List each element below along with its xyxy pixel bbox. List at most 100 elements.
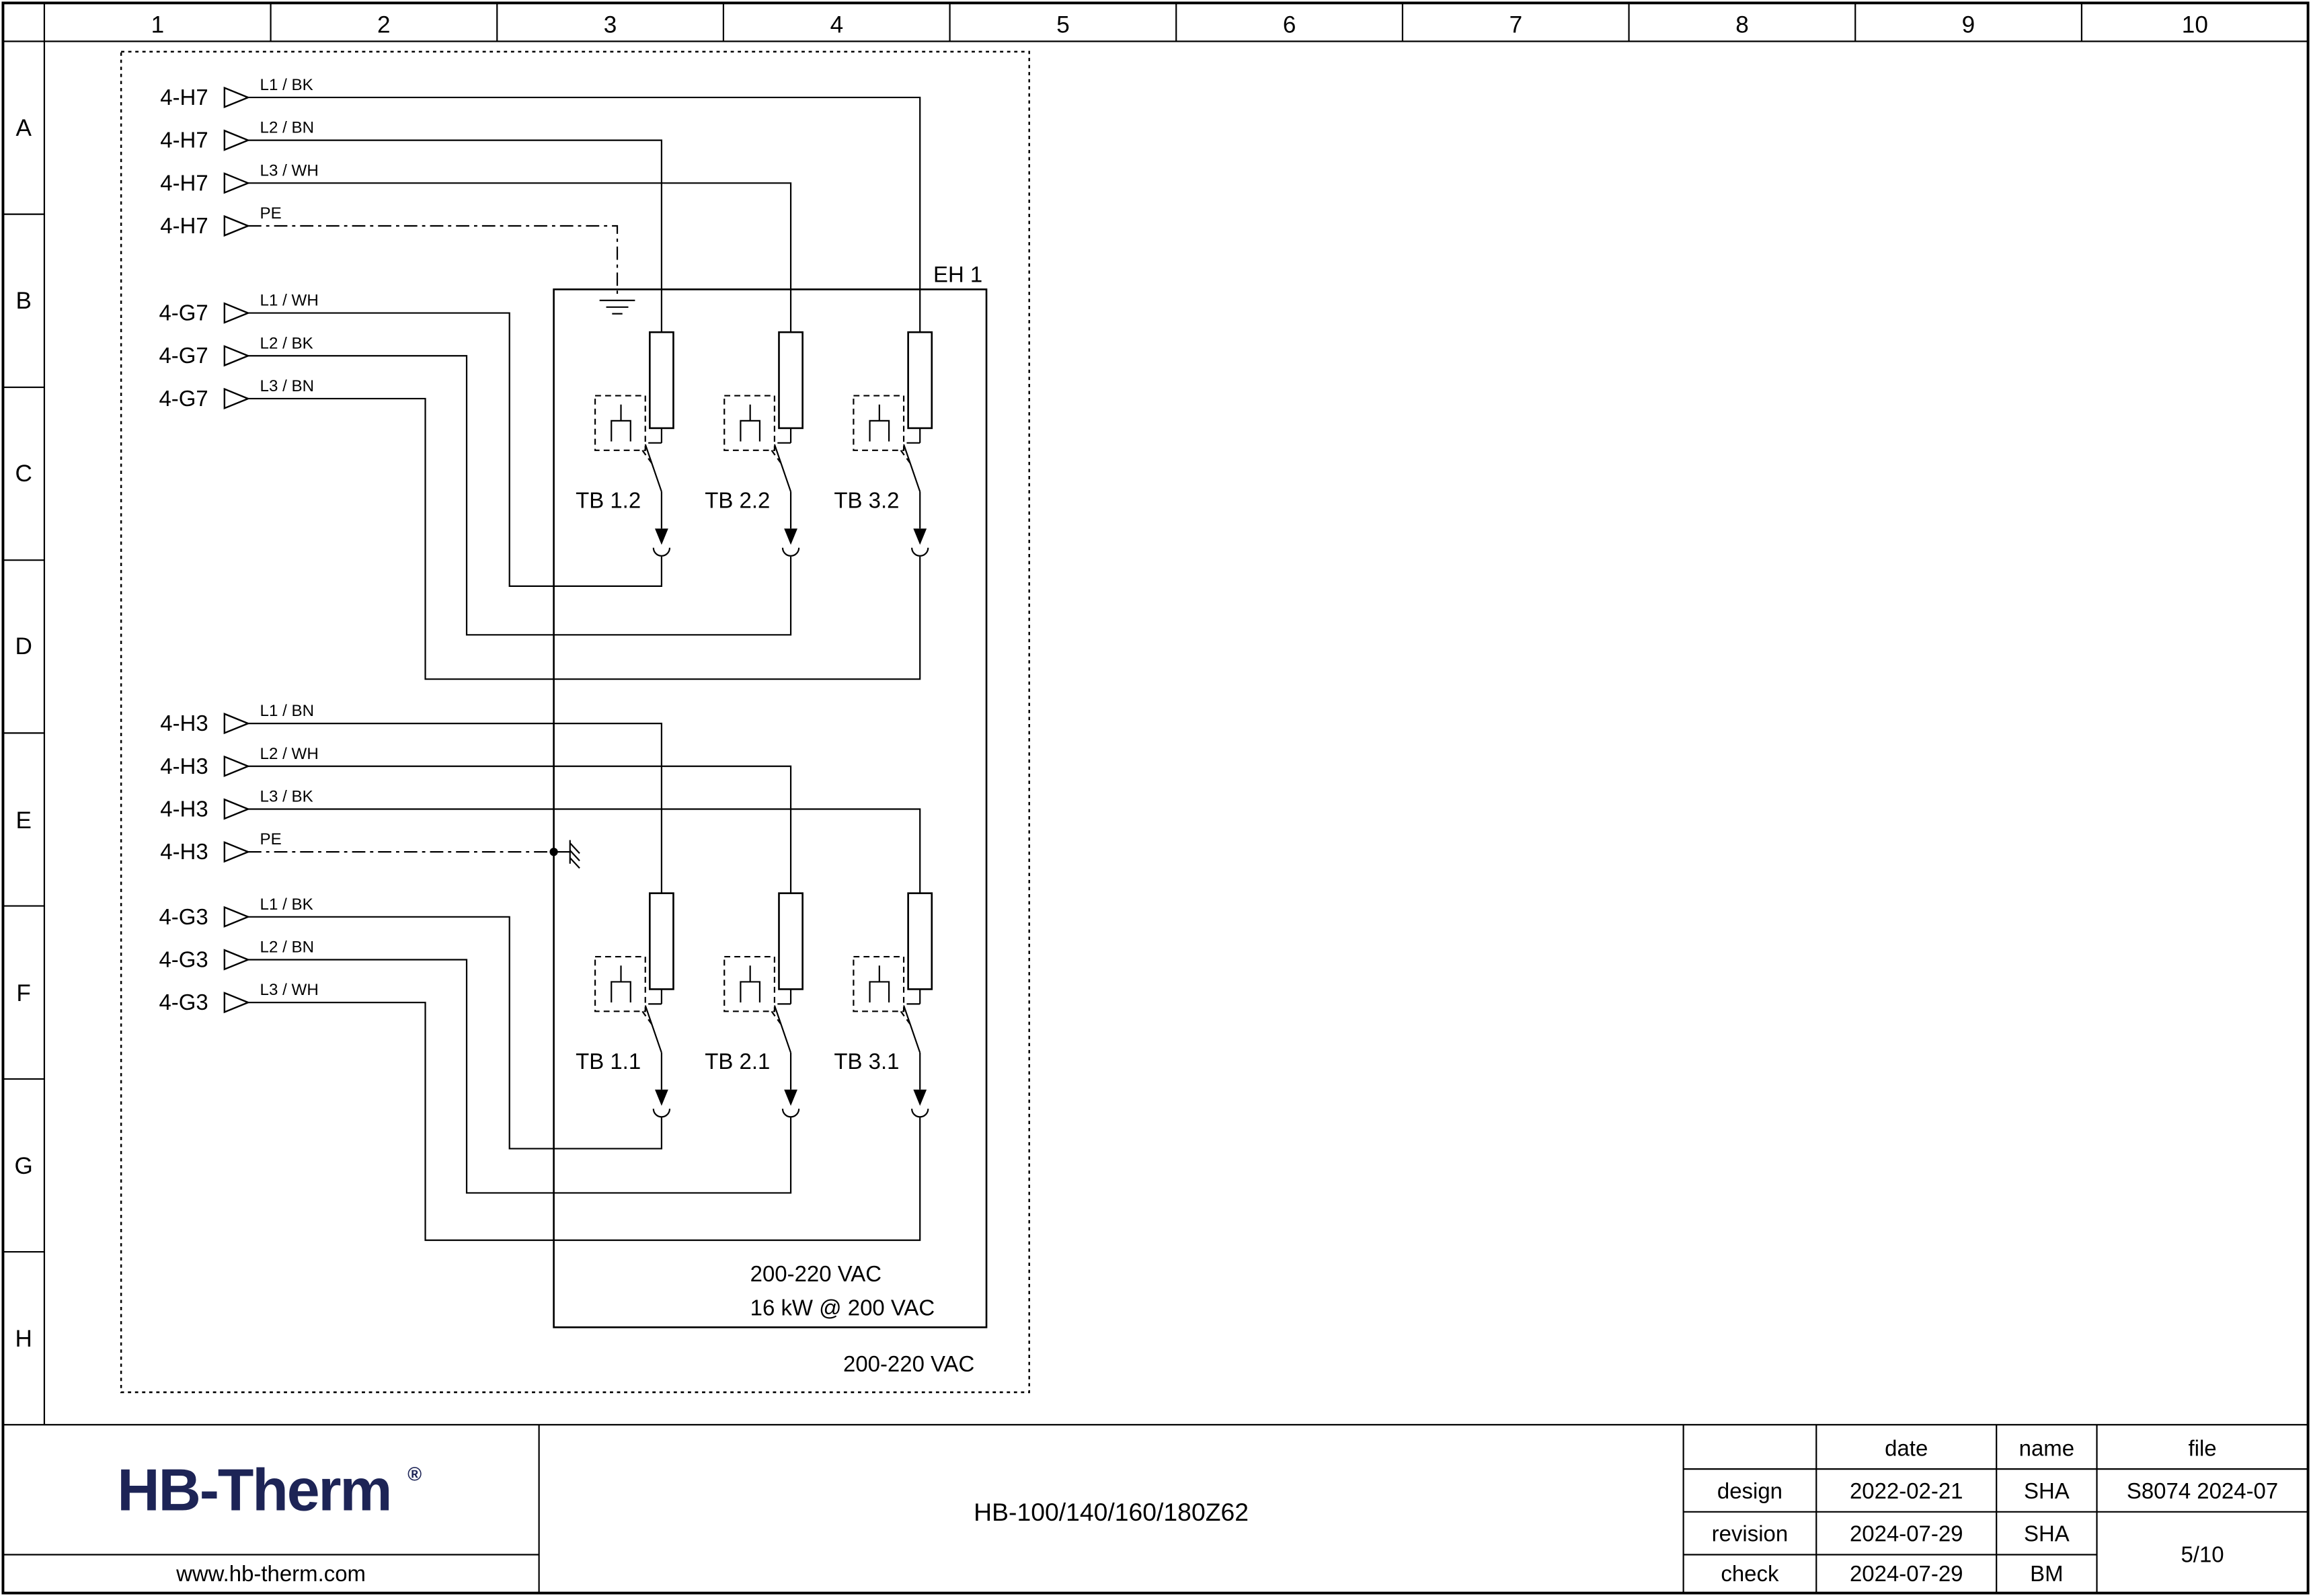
tb-label: TB 1.2 xyxy=(576,487,641,512)
row-label: C xyxy=(15,461,32,487)
design-date: 2022-02-21 xyxy=(1850,1478,1963,1503)
wire-g3-l1 xyxy=(247,916,662,1150)
eh1-label: EH 1 xyxy=(933,262,982,286)
column-label: 1 xyxy=(151,11,165,38)
column-label: 9 xyxy=(1962,11,1975,38)
column-label: 10 xyxy=(2182,11,2208,38)
supply-voltage: 200-220 VAC xyxy=(843,1351,974,1376)
company-website: www.hb-therm.com xyxy=(175,1561,366,1586)
wire-label: L1 / WH xyxy=(260,292,319,310)
revision-name: SHA xyxy=(2024,1521,2070,1546)
eh1-box xyxy=(553,288,988,1328)
connector-tag: 4-H7 xyxy=(160,128,208,153)
check-name: BM xyxy=(2030,1561,2063,1586)
connector-tag: 4-H3 xyxy=(160,754,208,779)
rating-power: 16 kW @ 200 VAC xyxy=(750,1295,935,1320)
connector-tag: 4-G7 xyxy=(159,343,208,368)
row-label-revision: revision xyxy=(1712,1521,1788,1546)
tb-label: TB 3.1 xyxy=(834,1049,899,1074)
column-label: 5 xyxy=(1056,11,1070,38)
connector-tag: 4-G3 xyxy=(159,947,208,971)
header-file: file xyxy=(2188,1435,2216,1460)
rating-voltage: 200-220 VAC xyxy=(750,1261,882,1286)
column-label: 6 xyxy=(1283,11,1296,38)
wire-label: L2 / BK xyxy=(260,334,313,352)
row-label: G xyxy=(15,1153,33,1179)
connector-tag: 4-H3 xyxy=(160,711,208,735)
wire-h7-l1 xyxy=(247,96,921,333)
wire-h3-l2 xyxy=(247,765,792,893)
wire-h7-pe xyxy=(247,225,619,296)
revision-date: 2024-07-29 xyxy=(1850,1521,1963,1546)
connector-tag: 4-H3 xyxy=(160,796,208,821)
row-label: D xyxy=(15,633,32,660)
connector-tag: 4-G7 xyxy=(159,301,208,325)
wire-h7-l2 xyxy=(247,139,662,333)
connector-group-4g3: 4-G3 4-G3 4-G3 L1 / BK L2 / BN L3 / WH xyxy=(159,895,318,1014)
wire-h3-l3 xyxy=(247,808,921,893)
connector-tag: 4-G3 xyxy=(159,990,208,1014)
row-label: F xyxy=(16,980,30,1006)
wiring xyxy=(247,96,921,1241)
connector-group-4g7: 4-G7 4-G7 4-G7 L1 / WH L2 / BK L3 / BN xyxy=(159,292,318,411)
connector-group-4h3: 4-H3 4-H3 4-H3 4-H3 L1 / BN L2 / WH L3 /… xyxy=(160,702,318,864)
row-ruler: A B C D E F G H xyxy=(3,115,44,1352)
page-number: 5/10 xyxy=(2181,1542,2224,1566)
wire-label: L3 / BK xyxy=(260,787,313,805)
tb-label: TB 1.1 xyxy=(576,1049,641,1074)
column-label: 3 xyxy=(604,11,617,38)
wire-g7-l1 xyxy=(247,312,662,587)
tb-label: TB 2.2 xyxy=(705,487,770,512)
wire-label: L2 / BN xyxy=(260,938,315,956)
title-block: HB-Therm ® www.hb-therm.com HB-100/140/1… xyxy=(3,1424,2308,1593)
tb-label: TB 2.1 xyxy=(705,1049,770,1074)
wire-h3-l1 xyxy=(247,722,662,893)
row-label: H xyxy=(15,1326,32,1352)
wire-g3-l2 xyxy=(247,959,792,1194)
connector-tag: 4-H7 xyxy=(160,85,208,110)
connector-tag: 4-G7 xyxy=(159,386,208,411)
wire-g7-l3 xyxy=(247,397,921,680)
row-label: E xyxy=(15,807,31,834)
wire-label: L3 / BN xyxy=(260,377,315,395)
wire-label: L3 / WH xyxy=(260,981,319,999)
column-label: 8 xyxy=(1735,11,1749,38)
row-label-check: check xyxy=(1721,1561,1779,1586)
model-title: HB-100/140/160/180Z62 xyxy=(974,1498,1249,1526)
header-name: name xyxy=(2019,1435,2074,1460)
wire-label: L1 / BK xyxy=(260,895,313,914)
design-name: SHA xyxy=(2024,1478,2070,1503)
column-label: 7 xyxy=(1510,11,1523,38)
wire-label: L2 / WH xyxy=(260,745,319,763)
row-label: B xyxy=(15,288,31,314)
connector-tag: 4-H7 xyxy=(160,170,208,195)
connector-tag: 4-G3 xyxy=(159,904,208,929)
heater-enclosure-eh1: EH 1 xyxy=(553,262,988,1328)
tb-label: TB 3.2 xyxy=(834,487,899,512)
wire-label: PE xyxy=(260,830,282,848)
chassis-ground-icon xyxy=(553,840,580,869)
wire-label: L2 / BN xyxy=(260,119,315,137)
wire-g7-l2 xyxy=(247,355,792,636)
header-date: date xyxy=(1885,1435,1928,1460)
wire-label: L1 / BK xyxy=(260,76,313,94)
earth-ground-icon xyxy=(599,299,635,315)
connector-tag: 4-H3 xyxy=(160,839,208,864)
check-date: 2024-07-29 xyxy=(1850,1561,1963,1586)
wire-label: L1 / BN xyxy=(260,702,315,720)
company-logo: HB-Therm xyxy=(117,1457,391,1523)
column-label: 2 xyxy=(377,11,391,38)
file-number: S8074 2024-07 xyxy=(2127,1478,2278,1503)
registered-mark: ® xyxy=(407,1464,422,1486)
wire-g3-l3 xyxy=(247,1002,921,1241)
connector-group-4h7: 4-H7 4-H7 4-H7 4-H7 L1 / BK L2 / BN L3 /… xyxy=(160,76,318,238)
wire-h7-l3 xyxy=(247,182,792,333)
column-label: 4 xyxy=(830,11,844,38)
row-label: A xyxy=(15,115,32,141)
connector-tag: 4-H7 xyxy=(160,213,208,238)
wire-label: PE xyxy=(260,204,282,223)
